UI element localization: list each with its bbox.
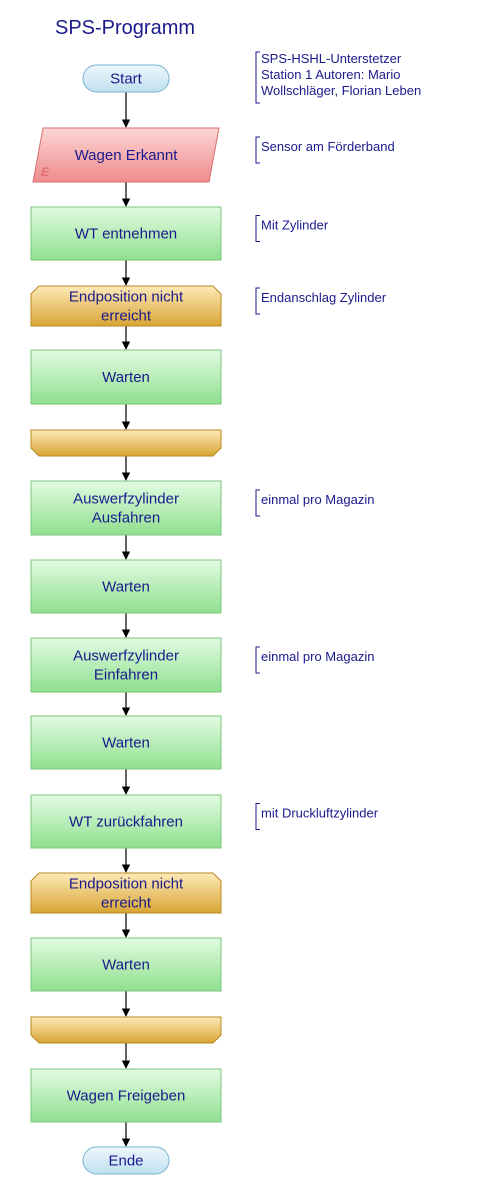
note-bracket [255,646,260,674]
note-text-line: Sensor am Förderband [261,139,395,154]
event-badge: E [41,165,50,179]
node-label-line: Wagen Freigeben [67,1088,186,1105]
loop-end-shape [30,429,222,457]
node-label-line: erreicht [101,895,152,912]
note: Endanschlag Zylinder [255,287,387,315]
node-label-line: Wagen Erkannt [75,147,179,164]
node-label-line: Einfahren [94,667,158,684]
node-label-line: Ausfahren [92,510,160,527]
note-text-line: einmal pro Magazin [261,492,374,507]
note: Mit Zylinder [255,215,329,242]
loop-start-shape [30,872,222,914]
process-shape [30,715,222,770]
terminal-shape [82,64,170,93]
loop-start-shape [30,285,222,327]
node-loop-start: Endposition nicht erreicht [30,872,222,914]
node-label-line: Start [110,71,143,88]
node-terminal: Start [82,64,170,93]
node-process: WT zurückfahren [30,794,222,849]
node-label-line: WT zurückfahren [69,814,183,831]
node-label-line: Warten [102,579,150,596]
note-text-line: einmal pro Magazin [261,649,374,664]
note: mit Druckluftzylinder [255,803,379,830]
node-process: Warten [30,715,222,770]
node-loop-end [30,429,222,457]
node-label-line: Endposition nicht [69,876,184,893]
node-label-line: Warten [102,957,150,974]
process-shape [30,637,222,693]
node-terminal: Ende [82,1146,170,1175]
process-shape [30,206,222,261]
loop-end-shape [30,1016,222,1044]
note-bracket [255,215,260,242]
note-text-line: Mit Zylinder [261,218,329,233]
note: einmal pro Magazin [255,646,374,674]
note-bracket [255,51,260,104]
note-text-line: mit Druckluftzylinder [261,806,379,821]
note-bracket [255,136,260,164]
node-label-line: Auswerfzylinder [73,648,179,665]
process-shape [30,559,222,614]
process-shape [30,1068,222,1123]
process-shape [30,349,222,405]
node-process: WT entnehmen [30,206,222,261]
node-loop-end [30,1016,222,1044]
note-bracket [255,287,260,315]
note-bracket [255,803,260,830]
note-text-line: Station 1 Autoren: Mario [261,67,400,82]
node-label-line: Auswerfzylinder [73,491,179,508]
note-text-line: SPS-HSHL-Unterstetzer [261,51,402,66]
note-bracket [255,489,260,517]
process-shape [30,937,222,992]
node-label-line: Ende [108,1153,143,1170]
node-label-line: WT entnehmen [75,226,177,243]
node-process: Warten [30,937,222,992]
node-label-line: Warten [102,369,150,386]
node-process: Warten [30,349,222,405]
node-label-line: Warten [102,735,150,752]
process-shape [30,794,222,849]
node-label-line: erreicht [101,308,152,325]
note: Sensor am Förderband [255,136,395,164]
node-event: E Wagen Erkannt [32,127,220,183]
terminal-shape [82,1146,170,1175]
node-loop-start: Endposition nicht erreicht [30,285,222,327]
event-shape [32,127,220,183]
node-process: Warten [30,559,222,614]
note: einmal pro Magazin [255,489,374,517]
node-label-line: Endposition nicht [69,289,184,306]
diagram-title: SPS-Programm [55,17,195,39]
process-shape [30,480,222,536]
note-text-line: Wollschläger, Florian Leben [261,83,421,98]
node-process: Wagen Freigeben [30,1068,222,1123]
note-text-line: Endanschlag Zylinder [261,290,387,305]
